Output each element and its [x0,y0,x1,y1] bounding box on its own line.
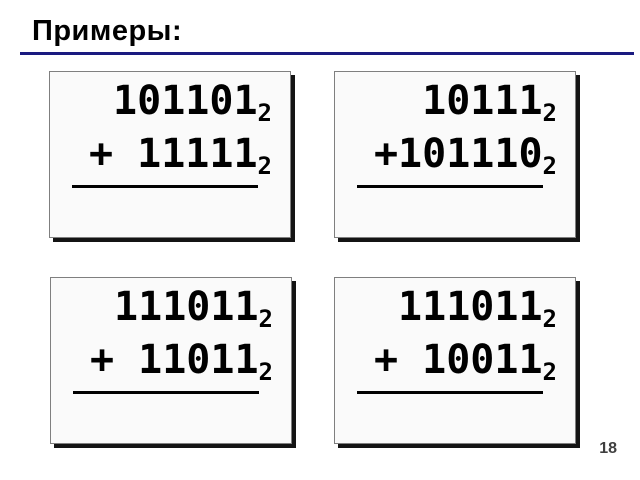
sum-underline [73,391,259,394]
sum-underline [72,185,258,188]
binary-addition-problem-1: 1011012 + 111112 [50,72,290,188]
addend-top-value: 101101 [113,78,258,124]
addend-bottom-value: +101110 [373,131,543,177]
addend-top: 1011012 [113,78,272,127]
sum-underline [357,185,543,188]
example-box-4: 1110112 + 100112 [334,277,576,444]
addend-bottom: + 100112 [373,337,557,386]
addend-bottom: + 111112 [88,131,272,180]
example-box-1: 1011012 + 111112 [49,71,291,238]
addend-bottom: +1011102 [373,131,557,180]
slide-title: Примеры: [32,15,183,47]
binary-addition-problem-4: 1110112 + 100112 [335,278,575,394]
addend-top-value: 10111 [422,78,543,124]
addend-top: 1110112 [398,284,557,333]
sum-underline [357,391,543,394]
addend-bottom-value: + 10011 [373,337,543,383]
addend-bottom-value: + 11111 [88,131,258,177]
addend-bottom: + 110112 [89,337,273,386]
example-box-2: 101112 +1011102 [334,71,576,238]
example-box-3: 1110112 + 110112 [50,277,292,444]
binary-addition-problem-2: 101112 +1011102 [335,72,575,188]
addend-top-value: 111011 [398,284,543,330]
title-divider-rule [20,52,634,55]
addend-bottom-value: + 11011 [89,337,259,383]
addend-top-value: 111011 [114,284,259,330]
addend-top: 101112 [422,78,557,127]
addend-top: 1110112 [114,284,273,333]
page-number: 18 [599,440,617,457]
binary-addition-problem-3: 1110112 + 110112 [51,278,291,394]
